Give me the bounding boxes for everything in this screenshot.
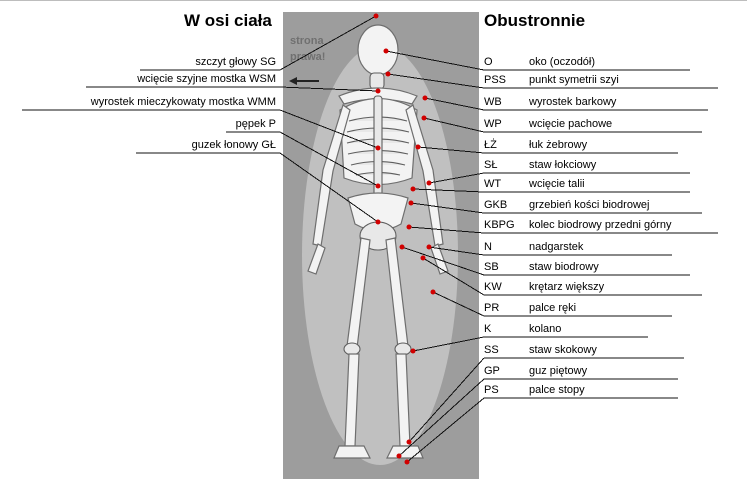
right-code-12: KW	[484, 282, 522, 293]
right-desc-11: staw biodrowy	[529, 262, 599, 273]
right-desc-6: staw łokciowy	[529, 160, 596, 171]
left-marker-1	[374, 14, 379, 19]
right-desc-10: nadgarstek	[529, 242, 583, 253]
right-code-2: PSS	[484, 75, 522, 86]
right-desc-14: kolano	[529, 324, 561, 335]
right-code-6: SŁ	[484, 160, 522, 171]
right-marker-13	[431, 290, 436, 295]
left-label-2: wcięcie szyjne mostka WSM	[86, 74, 276, 85]
right-desc-15: staw skokowy	[529, 345, 597, 356]
right-code-8: GKB	[484, 200, 522, 211]
right-desc-3: wyrostek barkowy	[529, 97, 616, 108]
left-label-1: szczyt głowy SG	[140, 57, 276, 68]
right-desc-1: oko (oczodół)	[529, 57, 595, 68]
right-code-17: PS	[484, 385, 522, 396]
right-marker-5	[416, 145, 421, 150]
right-marker-8	[409, 201, 414, 206]
right-marker-11	[400, 245, 405, 250]
right-marker-1	[384, 49, 389, 54]
right-code-10: N	[484, 242, 522, 253]
right-desc-8: grzebień kości biodrowej	[529, 200, 649, 211]
right-code-9: KBPG	[484, 220, 522, 231]
left-marker-2	[376, 89, 381, 94]
left-marker-4	[376, 184, 381, 189]
right-marker-16	[397, 454, 402, 459]
right-code-5: ŁŻ	[484, 140, 522, 151]
right-code-14: K	[484, 324, 522, 335]
left-label-3: wyrostek mieczykowaty mostka WMM	[22, 97, 276, 108]
right-marker-10	[427, 245, 432, 250]
right-marker-12	[421, 256, 426, 261]
right-marker-7	[411, 187, 416, 192]
right-desc-4: wcięcie pachowe	[529, 119, 612, 130]
right-desc-16: guz piętowy	[529, 366, 587, 377]
right-code-11: SB	[484, 262, 522, 273]
right-code-13: PR	[484, 303, 522, 314]
right-marker-6	[427, 181, 432, 186]
right-marker-9	[407, 225, 412, 230]
right-desc-5: łuk żebrowy	[529, 140, 587, 151]
right-code-15: SS	[484, 345, 522, 356]
left-label-5: guzek łonowy GŁ	[136, 140, 276, 151]
left-marker-3	[376, 146, 381, 151]
right-desc-9: kolec biodrowy przedni górny	[529, 220, 671, 231]
right-desc-17: palce stopy	[529, 385, 585, 396]
left-marker-5	[376, 220, 381, 225]
right-desc-13: palce ręki	[529, 303, 576, 314]
right-code-3: WB	[484, 97, 522, 108]
right-desc-7: wcięcie talii	[529, 179, 585, 190]
right-marker-3	[423, 96, 428, 101]
right-marker-4	[422, 116, 427, 121]
right-code-1: O	[484, 57, 522, 68]
right-marker-14	[411, 349, 416, 354]
left-label-4: pępek P	[226, 119, 276, 130]
right-marker-17	[405, 460, 410, 465]
right-marker-15	[407, 440, 412, 445]
right-code-16: GP	[484, 366, 522, 377]
right-marker-2	[386, 72, 391, 77]
right-desc-2: punkt symetrii szyi	[529, 75, 619, 86]
right-code-7: WT	[484, 179, 522, 190]
right-desc-12: krętarz większy	[529, 282, 604, 293]
right-code-4: WP	[484, 119, 522, 130]
